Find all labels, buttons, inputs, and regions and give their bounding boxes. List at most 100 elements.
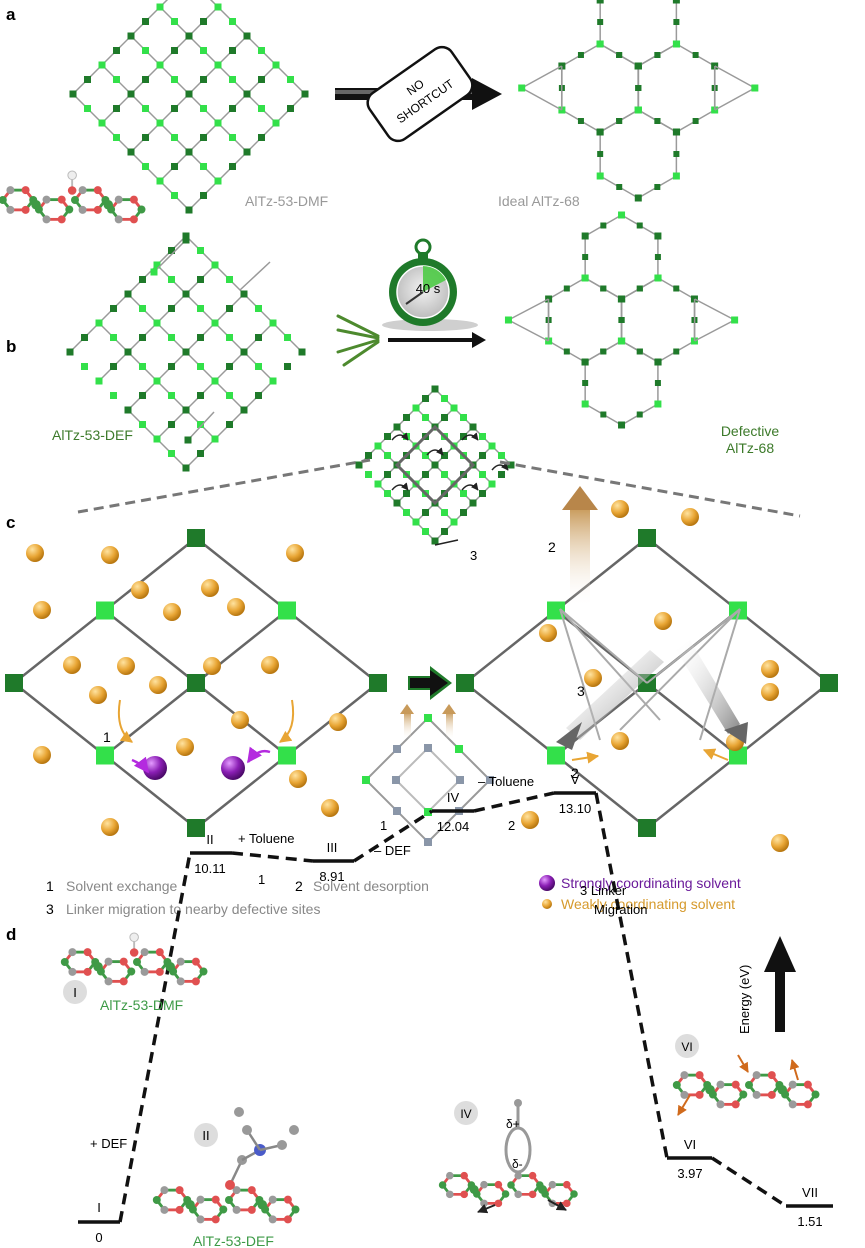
lattice-node	[507, 461, 515, 469]
weak-solvent	[149, 676, 167, 694]
hex-linker	[597, 151, 604, 157]
lattice-node	[469, 499, 477, 507]
linker-node	[384, 490, 391, 497]
linker-node	[441, 452, 448, 459]
linker-node	[284, 363, 291, 370]
weak-solvent	[227, 598, 245, 616]
lattice-node	[393, 423, 401, 431]
linker-node	[255, 334, 262, 341]
pore-corner	[638, 529, 656, 547]
label-defective-line1: Defective	[721, 423, 780, 439]
legend-num-1: 1	[46, 878, 54, 894]
state-III: III	[327, 840, 338, 855]
lattice-node	[412, 518, 420, 526]
hex-node	[634, 106, 642, 114]
linker-node	[229, 76, 236, 83]
lattice-node	[98, 61, 106, 69]
hex-node	[596, 128, 604, 136]
hex-linker	[600, 222, 607, 229]
state-IV-value: 12.04	[437, 819, 470, 834]
weak-solvent	[231, 711, 249, 729]
lattice-node	[374, 442, 382, 450]
lattice-node	[272, 61, 280, 69]
hex-linker	[692, 52, 699, 58]
weak-solvent	[201, 579, 219, 597]
state-I: I	[97, 1200, 101, 1215]
lattice-node	[156, 61, 164, 69]
label-minus-toluene: – Toluene	[478, 774, 534, 789]
pore-corner	[638, 819, 656, 837]
linker-node	[197, 305, 204, 312]
linker-node	[139, 392, 146, 399]
lattice-node	[127, 32, 135, 40]
molecule-II-label: AlTz-53-DEF	[193, 1233, 274, 1248]
linker-node	[81, 363, 88, 370]
state-VII-value: 1.51	[797, 1214, 822, 1229]
speed-lines	[336, 314, 380, 367]
lattice-node	[469, 423, 477, 431]
badge-I	[63, 980, 87, 1004]
linker-node	[460, 490, 467, 497]
lattice-node	[153, 319, 161, 327]
linker-node	[200, 18, 207, 25]
hex-linker	[673, 19, 680, 25]
lattice-node	[272, 119, 280, 127]
linker-node	[498, 471, 505, 478]
linker-node	[384, 452, 391, 459]
pore-corner	[187, 674, 205, 692]
hex-linker	[600, 348, 607, 355]
linker-node	[197, 247, 204, 254]
badge-I-text: I	[73, 985, 77, 1000]
lattice-node	[185, 206, 193, 214]
linker-node	[258, 134, 265, 141]
weak-solvent	[63, 656, 81, 674]
lattice-node	[214, 61, 222, 69]
label-step-3-line2: Migration	[594, 902, 647, 917]
dangling-node	[150, 268, 158, 276]
lattice-node	[127, 90, 135, 98]
linker-node	[287, 105, 294, 112]
hex-linker	[673, 151, 680, 157]
linker-node	[460, 433, 467, 440]
pore-left	[5, 529, 387, 837]
pore-linker	[278, 746, 296, 765]
cage-node	[456, 776, 464, 784]
linker-node	[168, 363, 175, 370]
weak-solvent	[26, 544, 44, 562]
hex-node	[654, 232, 662, 240]
weak-solvent	[286, 544, 304, 562]
linker-node	[171, 76, 178, 83]
cage-node	[486, 776, 494, 784]
hex-node	[581, 358, 589, 366]
linker-node	[200, 134, 207, 141]
linker-node	[110, 334, 117, 341]
cage-node	[424, 714, 432, 722]
lattice-node	[153, 261, 161, 269]
zoom-line-left	[77, 458, 371, 514]
hex-linker	[636, 222, 643, 229]
linker-node	[384, 471, 391, 478]
weak-solvent	[329, 713, 347, 731]
hex-node	[654, 400, 662, 408]
lattice-node	[240, 290, 248, 298]
molecule-VI	[672, 1054, 820, 1116]
label-ideal-altz68: Ideal AlTz-68	[498, 193, 580, 209]
strong-solvent	[221, 756, 245, 780]
weak-solvent	[163, 603, 181, 621]
hex-node	[672, 0, 680, 4]
lattice-node	[488, 480, 496, 488]
linker-node	[200, 192, 207, 199]
lattice-node	[127, 148, 135, 156]
tri-node	[504, 316, 512, 324]
linker-node	[441, 509, 448, 516]
linker-node	[171, 163, 178, 170]
linker-node	[171, 134, 178, 141]
linker-node	[479, 452, 486, 459]
linker-node	[422, 395, 429, 402]
linker-node	[284, 334, 291, 341]
linker-node	[139, 363, 146, 370]
panel-letter-c: c	[6, 513, 15, 532]
linker-node	[197, 276, 204, 283]
zoom-lattice	[355, 385, 515, 546]
badge-II-text: II	[202, 1128, 209, 1143]
